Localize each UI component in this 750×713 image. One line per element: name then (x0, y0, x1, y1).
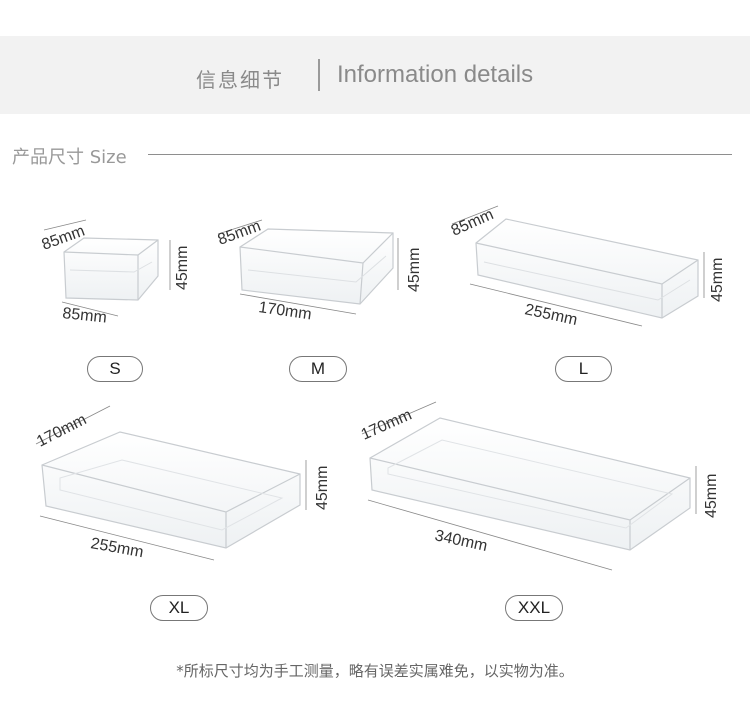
header-banner (0, 36, 750, 114)
footnote: *所标尺寸均为手工测量，略有误差实属难免，以实物为准。 (176, 662, 574, 680)
size-tag-s: S (87, 356, 143, 382)
box-l-height-label: 45mm (709, 258, 726, 302)
box-xxl-width-label: 340mm (433, 527, 489, 555)
header-title-en: Information details (337, 61, 534, 88)
box-l-illustration (451, 205, 705, 327)
size-tag-xl: XL (150, 595, 208, 621)
header-title-cn: 信息细节 (196, 68, 284, 92)
box-m-width-label: 170mm (257, 299, 312, 323)
size-tag-xxl: XXL (505, 595, 563, 621)
box-xxl-height-label: 45mm (703, 474, 720, 518)
box-s-width-label: 85mm (62, 305, 108, 327)
section-divider (148, 154, 732, 155)
size-tag-l: L (555, 356, 612, 382)
header-divider (318, 59, 320, 91)
box-m-illustration (217, 219, 399, 315)
box-xl-width-label: 255mm (89, 535, 145, 561)
box-s-height-label: 45mm (174, 246, 191, 290)
box-xxl-illustration (361, 401, 697, 571)
box-xl-depth-label: 170mm (34, 411, 89, 450)
box-s-illustration (43, 219, 171, 317)
box-l-width-label: 255mm (523, 301, 579, 329)
box-m-height-label: 45mm (406, 248, 423, 292)
section-title: 产品尺寸 Size (12, 147, 127, 168)
size-tag-m: M (289, 356, 347, 382)
box-xl-illustration (35, 405, 307, 561)
box-xl-height-label: 45mm (314, 466, 331, 510)
